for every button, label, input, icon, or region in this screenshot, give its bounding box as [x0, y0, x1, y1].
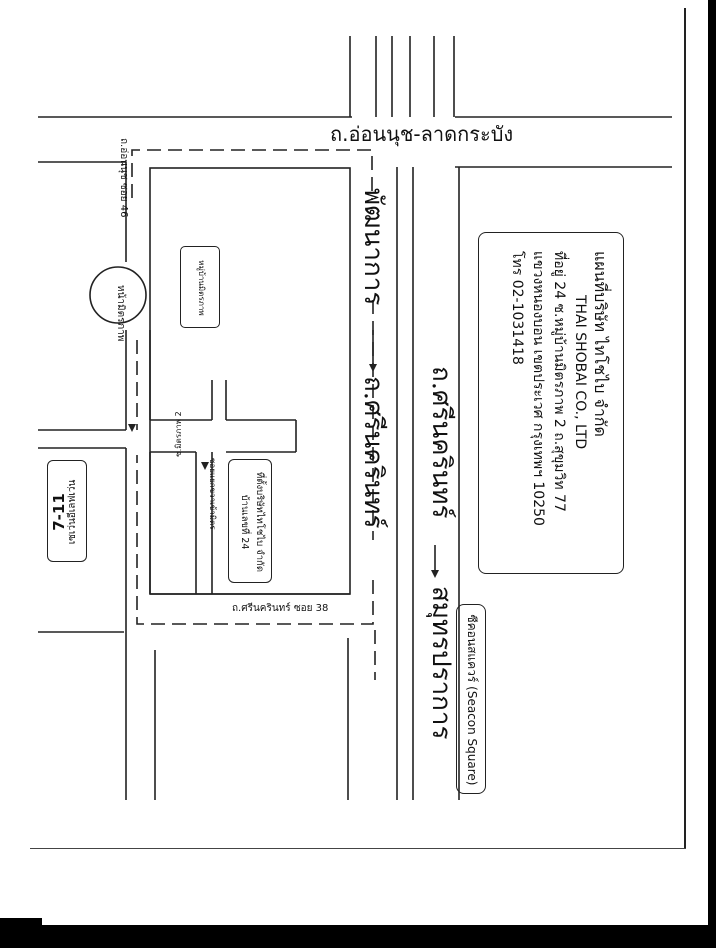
road-label-mitraphap-2: ซ.มิตรภาพ 2: [174, 411, 183, 457]
roundabout: [89, 266, 147, 324]
road-label-srinakarin-left: ถ.ศรีนครินทร์: [358, 376, 388, 529]
paper-bottom-line: [30, 848, 686, 849]
road-label-onnut-soi46: ถ.อ่อนนุช ซอย 46: [118, 138, 129, 218]
road-label-onnut-latkrabang: ถ.อ่อนนุช-ลาดกระบัง: [330, 122, 514, 146]
paper-edge-line: [684, 8, 686, 848]
road-label-srinakarin-soi38: ถ.ศรีนครินทร์ ซอย 38: [232, 603, 329, 614]
route-bottom-dashed: [136, 455, 374, 625]
scan-edge-notch: [0, 918, 42, 926]
company-address-1: ที่อยู่ 24 ซ.หมู่บ้านมิตรภาพ 2 ถ.สุขุมวิ…: [551, 251, 567, 512]
road-label-mitraphap-circle: หน้ามิตรภาพ: [115, 285, 126, 342]
scan-edge-right: [708, 0, 716, 948]
seven-eleven-box: 7-11 เซเว่นอีเลฟเว่น: [47, 460, 87, 562]
office-line-1: ที่ตั้งบริษัทไทโชไบ จำกัด: [254, 472, 265, 572]
company-title-en: THAI SHOBAI CO., LTD: [572, 295, 588, 450]
road-label-samut-prakan: สมุทรปราการ: [426, 586, 456, 740]
village-label: หมู่บ้านมิตรภาพ: [197, 260, 206, 316]
company-title-th: แผนที่บริษัท ไทโชไบ จำกัด: [591, 251, 610, 437]
seacon-square-label: ซีคอนสแควร์ (Seacon Square): [465, 614, 479, 786]
scan-edge-bottom: [0, 925, 716, 948]
office-line-2: บ้านเลขที่ 24: [239, 494, 250, 550]
company-info-box: แผนที่บริษัท ไทโชไบ จำกัด THAI SHOBAI CO…: [478, 232, 624, 574]
road-label-srinakarin-right: ถ.ศรีนครินทร์: [426, 366, 456, 519]
road-label-soi-right: ซอยแยกขวาเข้ามิตร: [208, 458, 217, 530]
company-phone: โทร 02-1031418: [509, 251, 525, 365]
office-location-box: ที่ตั้งบริษัทไทโชไบ จำกัด บ้านเลขที่ 24: [228, 459, 272, 583]
village-box: หมู่บ้านมิตรภาพ: [180, 246, 220, 328]
seven-eleven-title: 7-11: [50, 493, 68, 531]
road-label-phatthanakan: พัฒนาการ: [358, 188, 388, 306]
office-arrow: [201, 462, 209, 470]
company-address-2: แขวงหนองบอน เขตประเวศ กรุงเทพฯ 10250: [530, 251, 546, 526]
route-arrow-down: [128, 424, 136, 432]
seven-eleven-sub: เซเว่นอีเลฟเว่น: [67, 479, 78, 545]
seacon-square-box: ซีคอนสแควร์ (Seacon Square): [456, 604, 486, 794]
route-top-dashed: [131, 149, 373, 200]
